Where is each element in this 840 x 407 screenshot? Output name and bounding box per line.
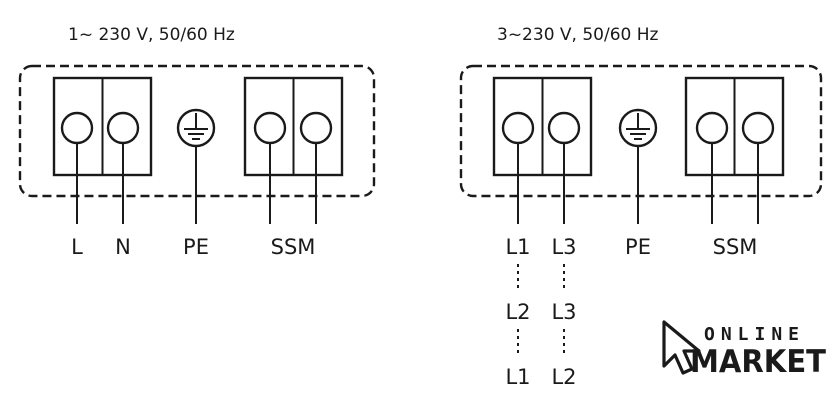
online-market-logo: ONLINE MARKET <box>662 320 826 380</box>
three-phase-title: 3~230 V, 50/60 Hz <box>497 25 659 45</box>
alt-label-row1-left: L2 <box>505 300 530 324</box>
terminal-screw-l3 <box>547 111 581 145</box>
terminal-screw-ssm-1 <box>695 111 729 145</box>
alt-label-row2-left: L1 <box>505 365 530 389</box>
label-l3: L3 <box>551 235 576 259</box>
logo-text-top: ONLINE <box>704 324 805 345</box>
single-phase-title: 1~ 230 V, 50/60 Hz <box>68 25 235 45</box>
single-phase-diagram: 1~ 230 V, 50/60 Hz <box>18 25 376 259</box>
terminal-screw-n <box>106 111 140 145</box>
label-pe: PE <box>625 235 651 259</box>
terminal-screw-l <box>60 111 94 145</box>
terminal-screw-ssm-2 <box>741 111 775 145</box>
label-ssm: SSM <box>271 235 316 259</box>
three-phase-housing-outline <box>459 64 823 198</box>
cursor-arrow-icon <box>662 320 701 375</box>
alt-label-row2-right: L2 <box>551 365 576 389</box>
label-ssm: SSM <box>713 235 758 259</box>
terminal-screw-ssm-2 <box>299 111 333 145</box>
alt-label-row1-right: L3 <box>551 300 576 324</box>
ground-icon <box>176 108 216 148</box>
three-phase-diagram: 3~230 V, 50/60 Hz L1 L3 PE SSM <box>459 25 823 389</box>
logo-text-bottom: MARKET <box>690 344 826 380</box>
terminal-screw-ssm-1 <box>253 111 287 145</box>
ground-icon <box>618 108 658 148</box>
label-l: L <box>71 235 83 259</box>
label-pe: PE <box>183 235 209 259</box>
label-n: N <box>115 235 131 259</box>
terminal-screw-l1 <box>501 111 535 145</box>
label-l1: L1 <box>505 235 530 259</box>
